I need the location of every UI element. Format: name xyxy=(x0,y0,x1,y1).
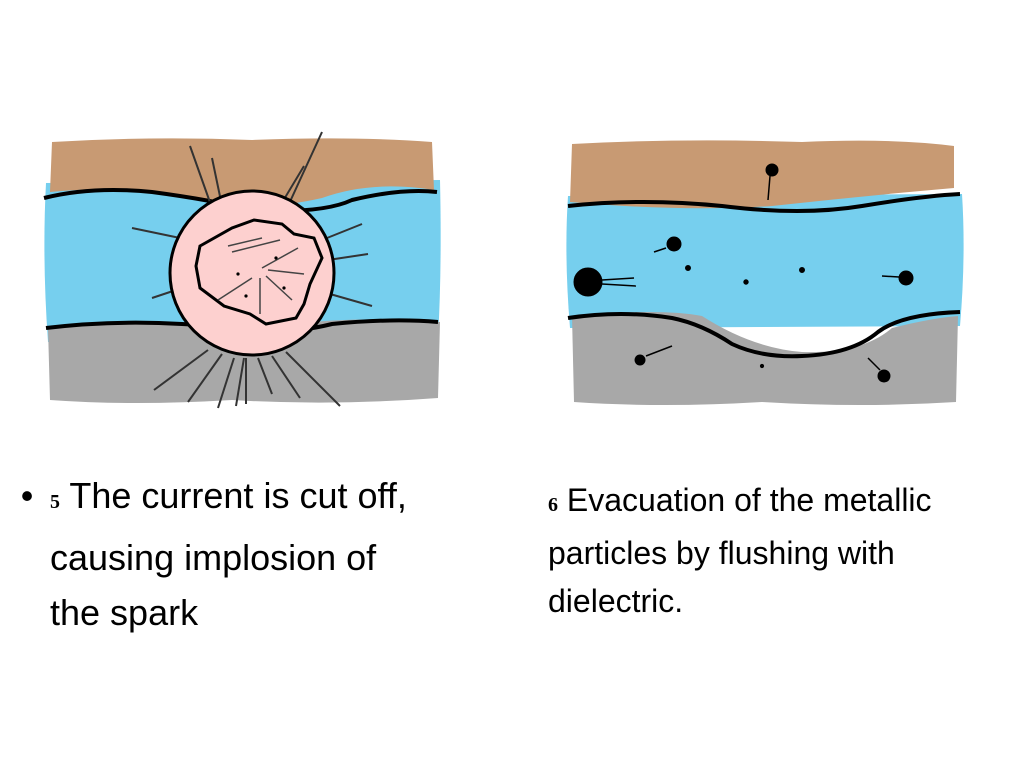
electrode-layer xyxy=(50,138,434,206)
radiating-lines xyxy=(131,131,373,409)
crack-dots xyxy=(236,256,286,298)
caption-body: The current is cut off, causing implosio… xyxy=(50,475,407,633)
particle xyxy=(898,270,914,286)
crack-lines xyxy=(217,237,305,314)
particle xyxy=(799,267,805,273)
particle xyxy=(573,267,603,297)
step-number: 5 xyxy=(50,491,60,513)
electrode-boundary xyxy=(567,192,961,213)
step-number: 6 xyxy=(548,494,558,516)
caption-step-5: • 5 The current is cut off, causing impl… xyxy=(14,468,414,640)
workpiece-boundary xyxy=(567,310,961,359)
particle xyxy=(877,369,891,383)
particle xyxy=(666,236,682,252)
particle xyxy=(759,363,765,369)
metal-particles xyxy=(573,163,914,383)
particle xyxy=(634,354,646,366)
electrode-layer xyxy=(570,140,954,209)
caption-step-6: 6 Evacuation of the metallic particles b… xyxy=(548,476,978,625)
workpiece-layer xyxy=(572,312,958,405)
caption-body: Evacuation of the metallic particles by … xyxy=(548,482,932,619)
bullet-marker: • xyxy=(20,475,34,516)
spark-implosion-illustration xyxy=(32,128,462,412)
particle xyxy=(685,265,691,271)
particle-evacuation-illustration xyxy=(562,136,964,411)
dielectric-layer xyxy=(566,194,964,328)
particle xyxy=(765,163,779,177)
caption-text: 5 The current is cut off, causing implos… xyxy=(50,468,414,640)
particle xyxy=(743,279,749,285)
